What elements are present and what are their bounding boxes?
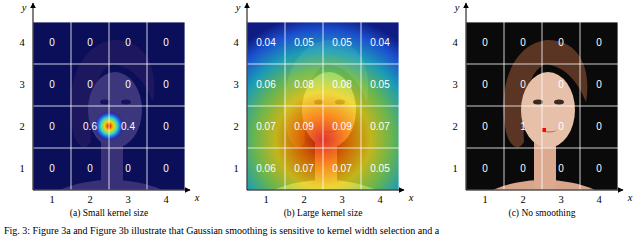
tick-label: 3 (339, 195, 344, 206)
subcaption: (a) Small kernel size (70, 209, 148, 219)
cell-value: 0.06 (256, 164, 275, 174)
cell-value: 0 (125, 80, 131, 90)
photo-small-kernel (33, 22, 185, 190)
tick-label: 4 (233, 38, 238, 49)
cell-value: 0.09 (332, 122, 351, 132)
cell-value: 0 (558, 164, 564, 174)
cell-value: 0.07 (294, 164, 313, 174)
cell-value: 0 (482, 122, 488, 132)
cell-value: 0.07 (332, 164, 351, 174)
cell-value: 1 (520, 122, 526, 132)
cell-value: 0.6 (83, 122, 97, 132)
tick-label: 1 (49, 195, 54, 206)
cell-value: 0.08 (332, 80, 351, 90)
tick-label: 3 (452, 80, 457, 91)
photo-large-kernel (247, 22, 399, 190)
cell-value: 0 (87, 38, 93, 48)
cell-value: 0.05 (370, 164, 389, 174)
cell-value: 0.05 (294, 38, 313, 48)
cell-value: 0 (49, 122, 55, 132)
tick-label: 2 (520, 195, 525, 206)
figure-caption: Fig. 3: Figure 3a and Figure 3b illustra… (4, 225, 439, 236)
cell-value: 0.04 (370, 38, 389, 48)
photo-no-smoothing (466, 22, 618, 190)
cell-value: 0 (49, 80, 55, 90)
axis-label: y (236, 3, 241, 14)
cell-value: 0.07 (256, 122, 275, 132)
cell-value: 0.08 (294, 80, 313, 90)
cell-value: 0 (596, 38, 602, 48)
cell-value: 0 (87, 80, 93, 90)
tick-label: 1 (482, 195, 487, 206)
axis-label: x (628, 193, 633, 204)
tick-label: 1 (263, 195, 268, 206)
subcaption: (c) No smoothing (508, 209, 575, 219)
subcaption: (b) Large kernel size (284, 209, 363, 219)
cell-value: 0.06 (256, 80, 275, 90)
cell-value: 0 (163, 80, 169, 90)
cell-value: 0 (520, 38, 526, 48)
cell-value: 0 (596, 122, 602, 132)
tick-label: 4 (377, 195, 382, 206)
tick-label: 3 (19, 80, 24, 91)
cell-value: 0 (482, 38, 488, 48)
cell-value: 0.09 (294, 122, 313, 132)
tick-label: 2 (19, 122, 24, 133)
cell-value: 0 (163, 122, 169, 132)
cell-value: 0 (520, 80, 526, 90)
axis-label: x (195, 193, 200, 204)
cell-value: 0 (520, 164, 526, 174)
cell-value: 0.4 (121, 122, 135, 132)
cell-value: 0 (125, 164, 131, 174)
tick-label: 4 (163, 195, 168, 206)
tick-label: 2 (452, 122, 457, 133)
tick-label: 2 (233, 122, 238, 133)
tick-label: 1 (19, 164, 24, 175)
cell-value: 0.05 (370, 80, 389, 90)
axis-label: x (409, 193, 414, 204)
cell-value: 0 (558, 38, 564, 48)
grid-lines (33, 22, 618, 190)
tick-label: 3 (233, 80, 238, 91)
cell-value: 0 (596, 164, 602, 174)
cell-value: 0 (163, 164, 169, 174)
cell-value: 0.05 (332, 38, 351, 48)
axes (33, 3, 623, 190)
tick-label: 4 (19, 38, 24, 49)
tick-label: 2 (87, 195, 92, 206)
cell-value: 0 (558, 80, 564, 90)
axis-label: y (455, 3, 460, 14)
cell-value: 0 (49, 164, 55, 174)
tick-label: 2 (301, 195, 306, 206)
cell-value: 0 (482, 164, 488, 174)
cell-value: 0 (482, 80, 488, 90)
axis-label: y (22, 3, 27, 14)
cell-value: 0.04 (256, 38, 275, 48)
cell-value: 0 (558, 122, 564, 132)
tick-label: 3 (558, 195, 563, 206)
cell-value: 0 (49, 38, 55, 48)
tick-label: 1 (233, 164, 238, 175)
cell-value: 0 (596, 80, 602, 90)
cell-value: 0 (87, 164, 93, 174)
cell-value: 0 (163, 38, 169, 48)
tick-label: 4 (596, 195, 601, 206)
tick-label: 1 (452, 164, 457, 175)
cell-value: 0.07 (370, 122, 389, 132)
tick-label: 3 (125, 195, 130, 206)
cell-value: 0 (125, 38, 131, 48)
tick-label: 4 (452, 38, 457, 49)
